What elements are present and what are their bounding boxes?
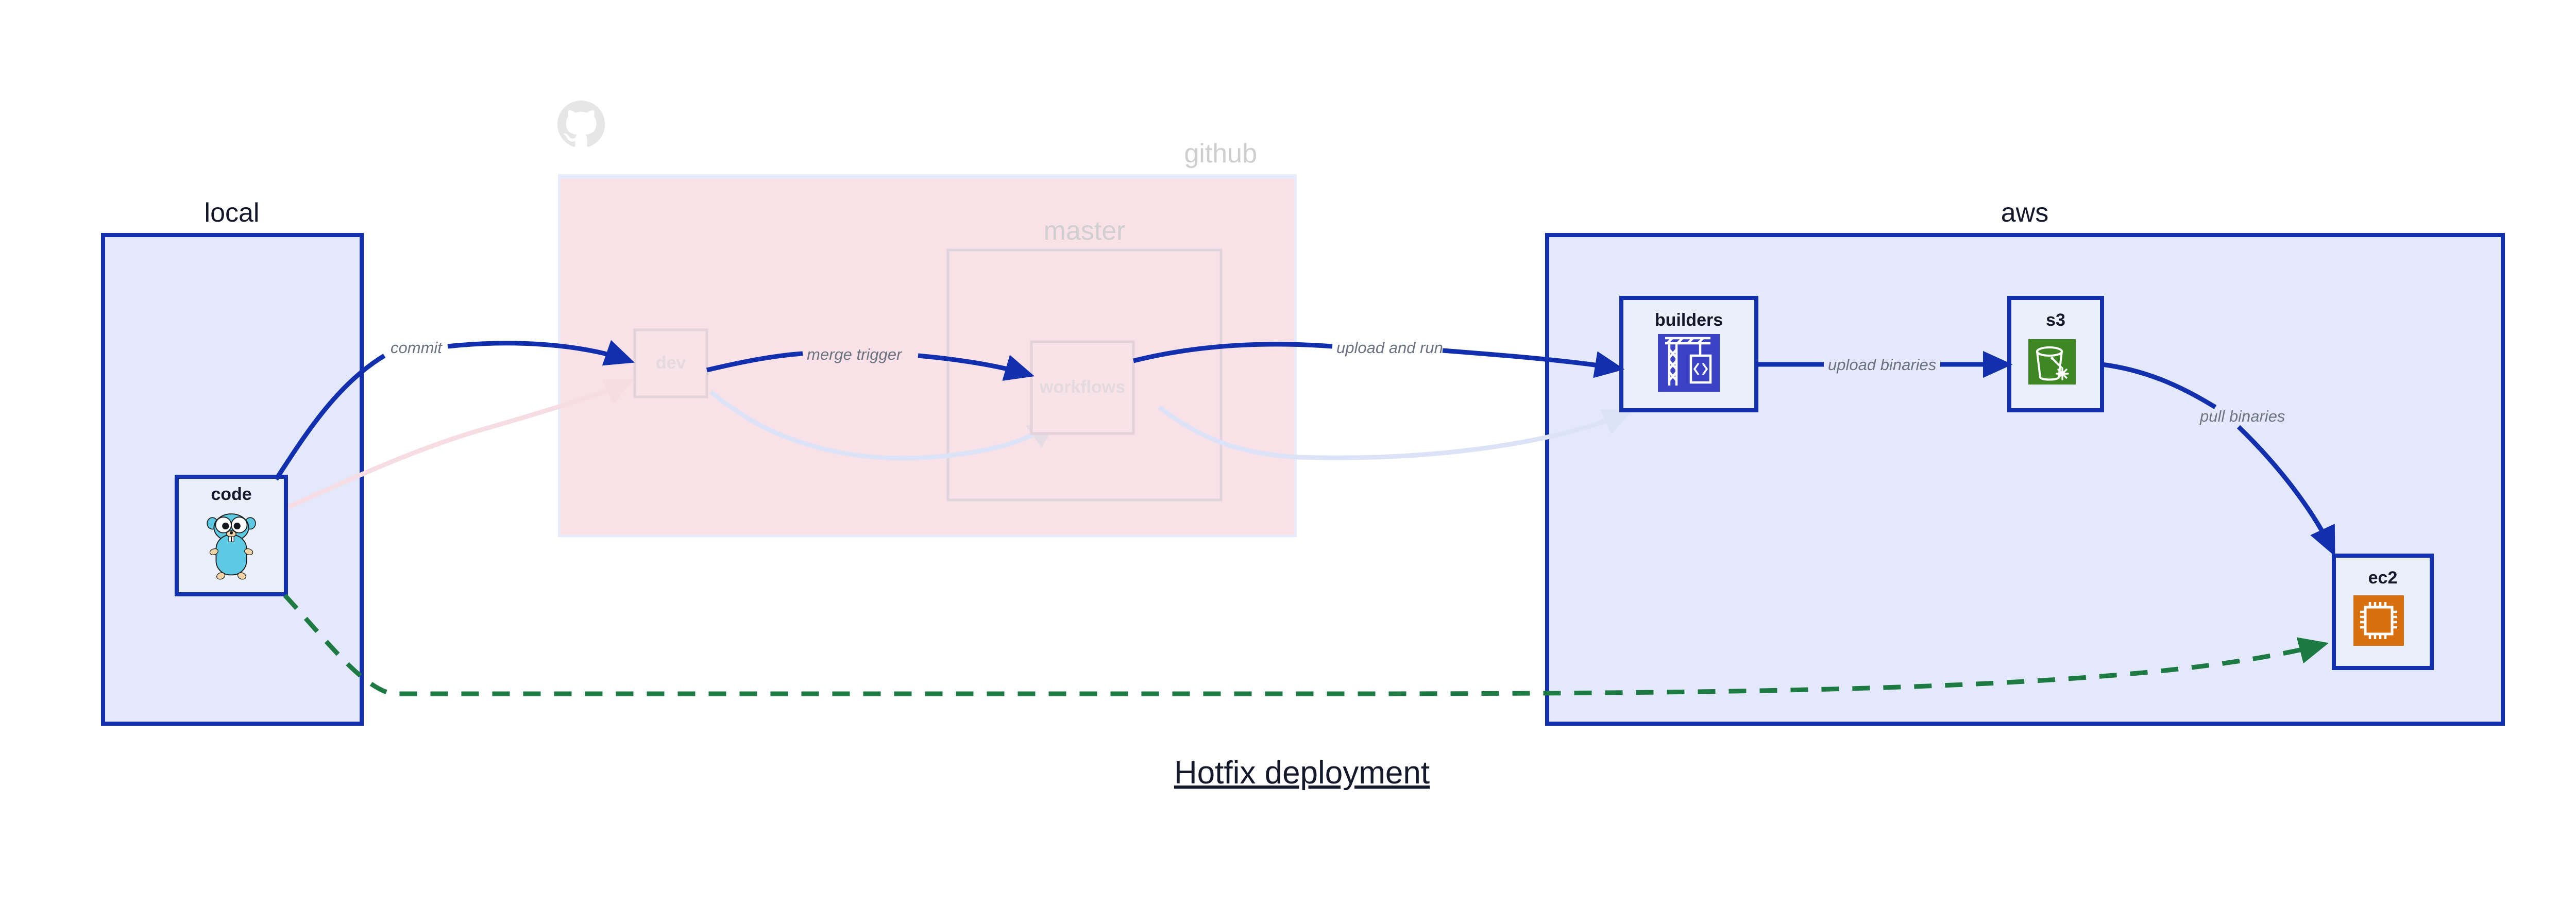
node-code[interactable]: code: [175, 475, 288, 596]
cluster-local: local: [101, 198, 364, 726]
node-builders[interactable]: builders: [1619, 296, 1758, 412]
edge-pull-binaries: pull binaries: [2102, 362, 2335, 557]
builders-node-label: builders: [1655, 310, 1723, 330]
edge-commit: commit: [274, 339, 635, 481]
edge-merge-trigger-label: merge trigger: [807, 345, 903, 363]
master-subcluster-box: [946, 248, 1223, 502]
edge-upload-and-run-label: upload and run: [1336, 339, 1443, 357]
edge-pull-binaries-path-left: [2102, 362, 2217, 409]
workflows-node-label: workflows: [1039, 377, 1125, 397]
edge-merge-trigger: merge trigger: [706, 345, 1035, 381]
dev-node-box[interactable]: [633, 328, 708, 398]
edge-pull-binaries-label: pull binaries: [2199, 407, 2285, 425]
edge-upload-and-run: upload and run: [1132, 339, 1625, 378]
go-gopher-icon: [207, 513, 256, 580]
edge-merge-trigger-path-left: [706, 351, 803, 373]
aws-ec2-chip-icon: [2353, 595, 2404, 646]
master-subcluster-label: master: [1044, 216, 1126, 246]
workflows-node-box[interactable]: [1030, 340, 1135, 435]
ec2-node-label: ec2: [2368, 568, 2398, 588]
cluster-github: github master: [557, 101, 1297, 537]
edge-commit-label: commit: [391, 339, 443, 357]
node-dev[interactable]: dev: [633, 328, 708, 398]
edge-commit-path-right: [447, 340, 635, 366]
edge-hotfix-direct-path: [283, 593, 2329, 696]
node-ec2[interactable]: ec2: [2332, 554, 2434, 670]
edge-upload-run-path-right: [1442, 348, 1625, 378]
edge-commit-path-left: [274, 354, 386, 481]
node-workflows[interactable]: workflows: [1030, 340, 1135, 435]
ghost-edge-code-to-dev: [257, 379, 635, 523]
aws-s3-bucket-icon: [2028, 339, 2076, 385]
dev-node-label: dev: [656, 353, 686, 373]
edge-upload-run-path-left: [1132, 342, 1333, 363]
diagram-title: Hotfix deployment: [1174, 755, 1430, 791]
ghost-edge-dev-to-workflows: [709, 390, 1058, 461]
aws-codebuild-crane-icon: [1658, 334, 1720, 392]
node-s3[interactable]: s3: [2007, 296, 2104, 412]
local-cluster-label: local: [205, 198, 260, 228]
edge-hotfix-direct: [283, 593, 2329, 696]
s3-node-label: s3: [2046, 310, 2065, 330]
ghost-edges: [257, 379, 1633, 523]
edge-upload-binaries-label: upload binaries: [1828, 356, 1936, 374]
github-octocat-icon: [557, 101, 605, 147]
code-node-label: code: [211, 485, 251, 504]
edge-pull-binaries-path-right: [2236, 425, 2335, 557]
ghost-edge-workflows-to-builders: [1158, 405, 1633, 460]
edge-merge-trigger-path-right: [918, 353, 1035, 381]
github-cluster-label: github: [1184, 139, 1257, 169]
edge-upload-binaries: upload binaries: [1756, 350, 2013, 378]
aws-cluster-label: aws: [2001, 198, 2048, 228]
